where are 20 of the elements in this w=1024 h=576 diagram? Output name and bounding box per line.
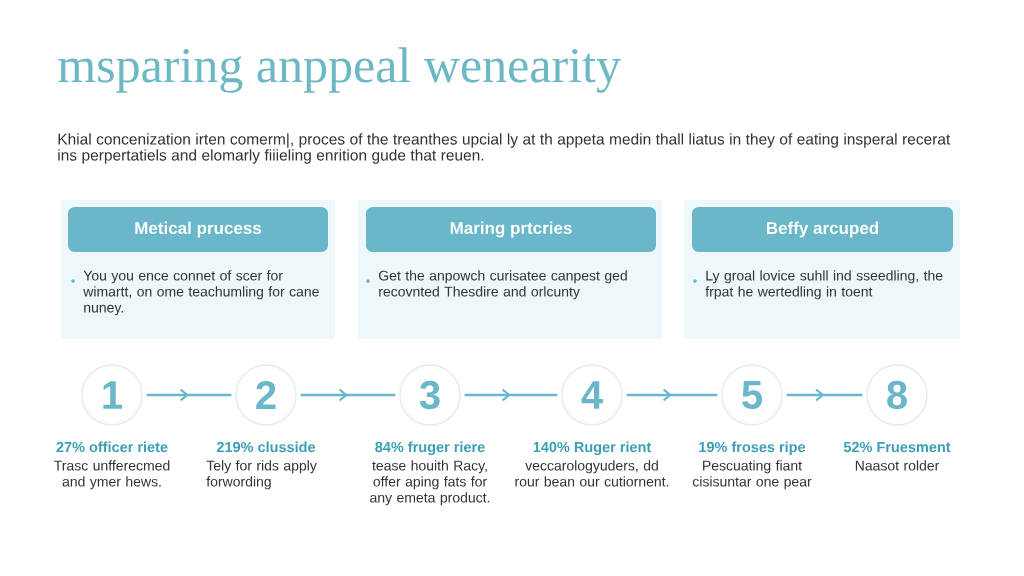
step-description: veccarologyuders, dd rour bean our cutiornent. (515, 460, 669, 487)
card-header: Metical prucess (68, 207, 328, 252)
card-text: You you ence connet of scer for wimartt, on ome teachumling for cane nuney. (83, 270, 319, 316)
step-description: Tely for rids apply forwording (206, 460, 317, 490)
card-text: Ly groal lovice suhll ind sseedling, the frpat he wertedling in toent (705, 270, 943, 300)
stat-heading: 19% froses ripe (699, 441, 806, 455)
title: msparing anppeal wenearity (58, 47, 621, 93)
step-description: Pescuating fiant cisisuntar one pear (692, 460, 812, 490)
step-description: Trasc unfferecmed and ymer hews. (54, 460, 170, 490)
stat-heading: 140% Ruger rient (533, 441, 652, 456)
card-header: Maring prtcries (366, 207, 656, 252)
card-header: Beffy arcuped (692, 207, 953, 252)
step-description: tease houith Racy, offer aping fats for any emeta product. (370, 460, 490, 506)
intro-text: Khial concenization irten comerm|, proces of the treanthes upcial ly at th appeta medin thall liatus in they of eating insperal recerat ins perpertatiels and elomarly fiiieling enrition gude that reuen. (58, 133, 951, 164)
step-description: Naasot rolder (855, 460, 940, 471)
stat-heading: 52% Fruesment (843, 441, 951, 453)
stat-heading: 219% clusside (216, 441, 316, 453)
card-text: Get the anpowch curisatee canpest ged recovnted Thesdire and orlcunty (379, 270, 627, 300)
stat-heading: 84% fruger riere (375, 441, 485, 456)
stat-heading: 27% officer riete (56, 441, 168, 453)
